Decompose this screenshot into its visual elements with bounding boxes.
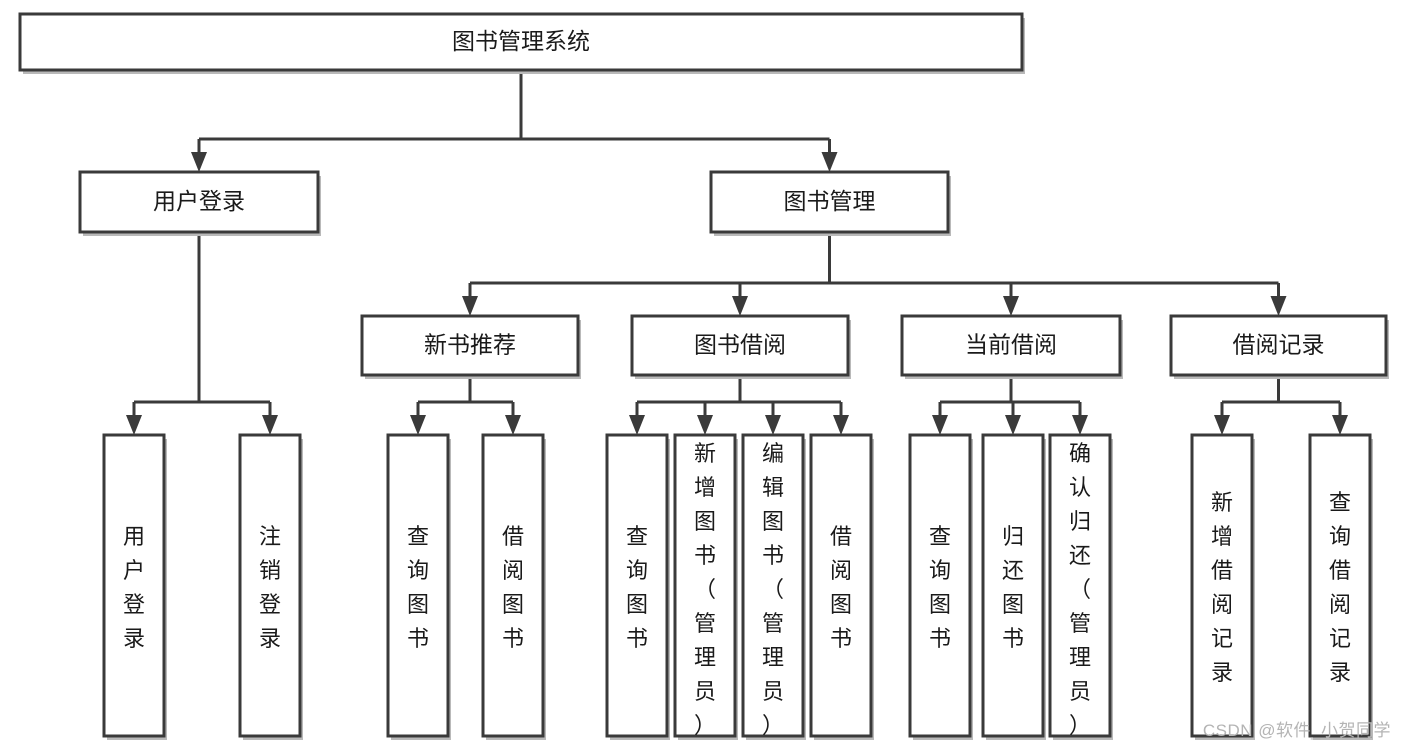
node-box [238,433,302,738]
arrow-head-icon [697,415,713,435]
arrow-head-icon [262,415,278,435]
arrow-head-icon [732,296,748,316]
node-label: 归还图书 [1002,524,1024,651]
node-root[interactable]: 图书管理系统 [18,12,1025,74]
node-leaf-add-record[interactable]: 新增借阅记录 [1190,433,1255,740]
node-box [1169,314,1388,377]
node-box [18,12,1024,72]
node-box [102,433,166,738]
node-box [1190,433,1254,738]
node-leaf-borrow-book-1[interactable]: 借阅图书 [481,433,546,740]
arrow-head-icon [765,415,781,435]
node-leaf-query-book-2[interactable]: 查询图书 [605,433,670,740]
node-label: 借阅记录 [1233,332,1325,358]
node-box [1048,433,1112,738]
node-label: 编辑图书（管理员） [762,441,784,738]
node-label: 用户登录 [153,188,245,214]
node-label: 确认归还（管理员） [1069,441,1091,738]
arrow-head-icon [505,415,521,435]
node-box [605,433,669,738]
node-label: 查询借阅记录 [1329,490,1351,685]
node-leaf-logout[interactable]: 注销登录 [238,433,303,740]
arrow-head-icon [1214,415,1230,435]
arrow-head-icon [191,152,207,172]
node-box [908,433,972,738]
node-current-borrow[interactable]: 当前借阅 [900,314,1123,379]
node-label: 图书借阅 [694,332,786,358]
node-box [809,433,873,738]
connector-group-book-borrow [629,375,849,435]
node-label: 查询图书 [407,524,429,651]
node-label: 借阅图书 [830,524,852,651]
arrow-head-icon [1003,296,1019,316]
arrow-head-icon [833,415,849,435]
node-label: 新书推荐 [424,332,516,358]
node-leaf-edit-book[interactable]: 编辑图书（管理员） [741,433,806,740]
arrow-head-icon [462,296,478,316]
node-leaf-query-record[interactable]: 查询借阅记录 [1308,433,1373,740]
node-box [673,433,737,738]
node-box [1308,433,1372,738]
arrow-head-icon [1005,415,1021,435]
node-borrow-record[interactable]: 借阅记录 [1169,314,1389,379]
node-new-book-recommend[interactable]: 新书推荐 [360,314,581,379]
connector-group-current-borrow [932,375,1088,435]
node-box [900,314,1122,377]
node-box [981,433,1045,738]
node-box [741,433,805,738]
arrow-head-icon [126,415,142,435]
arrow-head-icon [1270,296,1287,316]
connector-group-user-login [126,232,278,435]
node-user-login[interactable]: 用户登录 [78,170,321,236]
node-leaf-add-book[interactable]: 新增图书（管理员） [673,433,738,740]
node-box [360,314,580,377]
node-label: 新增图书（管理员） [694,441,716,738]
node-leaf-query-book-3[interactable]: 查询图书 [908,433,973,740]
node-label: 图书管理系统 [452,28,590,54]
arrow-head-icon [821,152,838,172]
node-book-manage[interactable]: 图书管理 [709,170,951,236]
node-box [78,170,320,234]
node-book-borrow[interactable]: 图书借阅 [630,314,851,379]
node-label: 借阅图书 [502,524,524,651]
arrow-head-icon [1332,415,1348,435]
node-box [630,314,850,377]
node-label: 查询图书 [929,524,951,651]
connector-group-book-manage [462,232,1287,316]
arrow-head-icon [932,415,948,435]
node-leaf-query-book-1[interactable]: 查询图书 [386,433,451,740]
node-box [709,170,950,234]
node-label: 图书管理 [784,188,876,214]
node-leaf-borrow-book-2[interactable]: 借阅图书 [809,433,874,740]
arrow-head-icon [629,415,645,435]
connector-group-root [191,70,838,172]
arrow-head-icon [410,415,426,435]
connector-group-borrow-record [1214,375,1348,435]
node-label: 新增借阅记录 [1211,490,1233,685]
node-label: 用户登录 [123,524,145,651]
connector-layer [126,70,1348,435]
node-label: 当前借阅 [965,332,1057,358]
node-leaf-confirm-return[interactable]: 确认归还（管理员） [1048,433,1113,740]
node-leaf-user-login[interactable]: 用户登录 [102,433,167,740]
node-label: 注销登录 [259,524,281,651]
node-box [481,433,545,738]
node-leaf-return-book[interactable]: 归还图书 [981,433,1046,740]
node-layer: 图书管理系统用户登录图书管理新书推荐图书借阅当前借阅借阅记录用户登录注销登录查询… [18,12,1389,740]
arrow-head-icon [1072,415,1088,435]
node-label: 查询图书 [626,524,648,651]
node-box [386,433,450,738]
connector-group-new-book-recommend [410,375,521,435]
